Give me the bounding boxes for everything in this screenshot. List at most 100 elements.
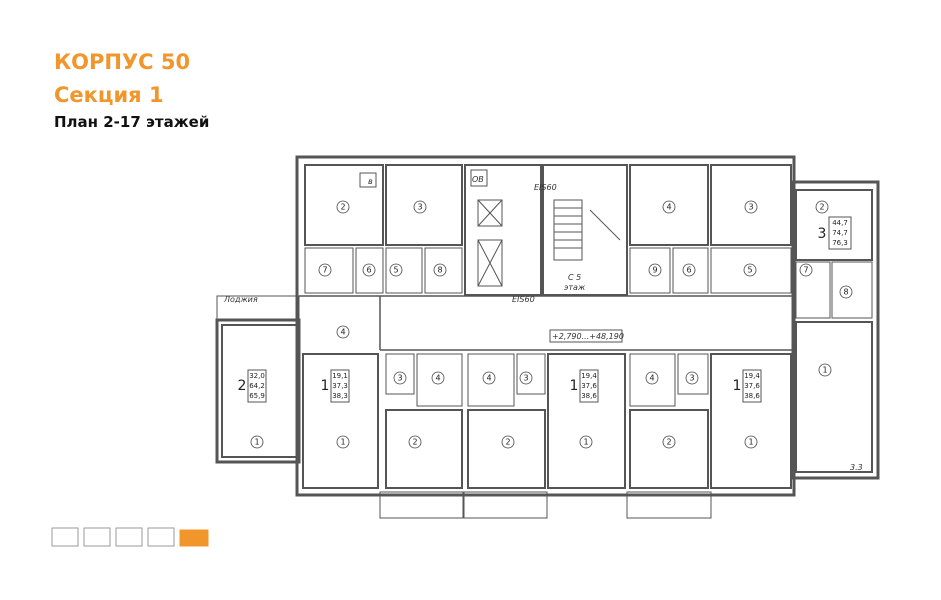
area-box-5 <box>828 216 852 250</box>
room-num: 7 <box>803 266 808 275</box>
section-thumb-3[interactable] <box>115 527 143 547</box>
bath-2 <box>424 247 463 294</box>
hall-3 <box>672 247 709 294</box>
apt-area-4c: 38,6 <box>744 392 760 400</box>
room-top-2 <box>385 164 463 246</box>
room-num: 4 <box>435 374 440 383</box>
hall-b2 <box>516 353 546 395</box>
room-num: 7 <box>322 266 327 275</box>
bath-b2 <box>467 353 515 407</box>
room-num: 6 <box>686 266 691 275</box>
room-num: 2 <box>412 438 417 447</box>
room-num: 4 <box>666 203 671 212</box>
apt-area-5a: 44,7 <box>832 219 848 227</box>
area-box-4 <box>742 369 762 403</box>
area-box-1 <box>247 369 267 403</box>
room-bottom-4 <box>467 409 546 489</box>
elevation-label: +2,790...+48,190 <box>552 332 624 341</box>
apt-area-5b: 74,7 <box>832 229 848 237</box>
apt-area-2a: 19,1 <box>332 372 348 380</box>
balcony-2 <box>462 491 548 519</box>
section-selector[interactable] <box>51 527 209 547</box>
bath-b1 <box>416 353 463 407</box>
room-bottom-8 <box>795 321 873 473</box>
outer-wall-right <box>791 180 880 480</box>
b-label: в <box>368 177 373 186</box>
apt-area-4b: 37,6 <box>744 382 760 390</box>
section-thumb-2[interactable] <box>83 527 111 547</box>
room-num: 2 <box>505 438 510 447</box>
elevator-1 <box>477 199 503 227</box>
apt-area-4a: 19,4 <box>744 372 760 380</box>
apt-rooms-1: 2 <box>238 378 247 394</box>
room-bottom-1 <box>221 324 299 458</box>
loggia-label: Лоджия <box>223 295 258 304</box>
balcony-3 <box>626 491 712 519</box>
floors-subtitle: План 2-17 этажей <box>54 113 210 131</box>
room-num: 9 <box>652 266 657 275</box>
hall-b3 <box>677 353 709 395</box>
room-num: 3 <box>523 374 528 383</box>
bath-5 <box>831 261 873 319</box>
apt-area-2b: 37,3 <box>332 382 348 390</box>
hall-1 <box>355 247 384 294</box>
apt-area-3a: 19,4 <box>581 372 597 380</box>
section-thumb-1[interactable] <box>51 527 79 547</box>
apt-area-3b: 37,6 <box>581 382 597 390</box>
hall-2 <box>385 247 423 294</box>
loggia-outline <box>216 295 300 321</box>
room-num: 4 <box>486 374 491 383</box>
ob-label: ОВ <box>472 175 484 184</box>
section-thumb-4[interactable] <box>147 527 175 547</box>
apt-area-5c: 76,3 <box>832 239 848 247</box>
bath-b3 <box>629 353 676 407</box>
apt-area-1c: 65,9 <box>249 392 265 400</box>
room-bottom-3 <box>385 409 463 489</box>
section-thumb-active[interactable] <box>179 529 209 547</box>
room-num: 3 <box>397 374 402 383</box>
area-box-2 <box>330 369 350 403</box>
room-num: 4 <box>340 328 345 337</box>
building-title: КОРПУС 50 <box>54 50 191 74</box>
stair-label: С 5 <box>568 273 581 282</box>
room-num: 2 <box>819 203 824 212</box>
room-bottom-7 <box>710 353 792 489</box>
room-num: 6 <box>366 266 371 275</box>
hall-b1 <box>385 353 415 395</box>
apt-rooms-3: 1 <box>570 378 579 394</box>
apt-area-1a: 32,0 <box>249 372 265 380</box>
bath-1 <box>304 247 354 294</box>
room-top-3 <box>629 164 709 246</box>
apt-area-3c: 38,6 <box>581 392 597 400</box>
room-num: 1 <box>583 438 588 447</box>
room-bottom-6 <box>629 409 709 489</box>
room-num: 2 <box>666 438 671 447</box>
room-num: 1 <box>254 438 259 447</box>
stair-core <box>542 164 628 296</box>
hall-4 <box>710 247 792 294</box>
hall-5 <box>795 261 831 319</box>
balcony-1 <box>379 491 465 519</box>
room-num: 4 <box>649 374 654 383</box>
apt-area-1b: 64,2 <box>249 382 265 390</box>
room-num: 8 <box>843 288 848 297</box>
shaft-box <box>470 169 488 187</box>
elevator-2 <box>477 239 503 287</box>
area-box-3 <box>579 369 599 403</box>
room-num: 8 <box>437 266 442 275</box>
apt-rooms-4: 1 <box>733 378 742 394</box>
room-num: 2 <box>340 203 345 212</box>
room-top-1 <box>304 164 384 246</box>
room-top-5 <box>795 189 873 261</box>
room-num: 5 <box>747 266 752 275</box>
apt-rooms-2: 1 <box>321 378 330 394</box>
room-num: 5 <box>393 266 398 275</box>
elevator-core <box>464 164 542 296</box>
room-num: 3 <box>417 203 422 212</box>
room-bottom-5 <box>547 353 626 489</box>
section-title: Секция 1 <box>54 83 164 107</box>
elevation-box <box>549 329 623 343</box>
fire-door-label-2: EIS60 <box>512 295 535 304</box>
bath-3 <box>629 247 671 294</box>
